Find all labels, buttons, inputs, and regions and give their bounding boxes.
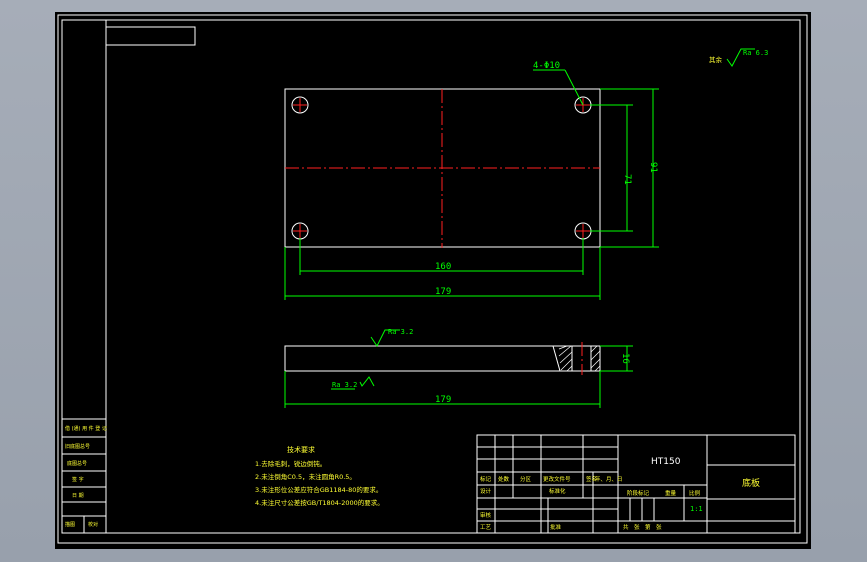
tb-review-label: 审核	[480, 511, 492, 519]
roughness-symbol-icon	[726, 48, 755, 67]
side-outline	[284, 345, 601, 372]
tech-item: 1.去除毛刺，锐边倒钝。	[255, 459, 326, 468]
strip-label: 底图总号	[67, 460, 87, 467]
tb-standardize-label: 标准化	[549, 487, 566, 495]
tb-stage-label: 阶段标记	[627, 489, 650, 497]
dim-hole-spacing-y: 71	[622, 174, 632, 185]
tech-requirements: 技术要求 1.去除毛刺，锐边倒钝。 2.未注倒角C0.5，未注圆角R0.5。 3…	[255, 445, 384, 507]
tb-scale-label: 比例	[689, 489, 701, 497]
dim-hole-spacing-x: 160	[435, 262, 451, 272]
hole-bottom-left	[291, 222, 309, 240]
side-view: 16 179 Ra 3.2 Ra 3.2	[284, 328, 633, 408]
drawing-canvas: 4-Φ10 160 179 71 91 其余 Ra 6.3	[55, 12, 811, 549]
tech-item: 4.未注尺寸公差按GB/T1804-2000的要求。	[255, 498, 384, 507]
tb-sheets-label: 共 张 第 张	[623, 523, 662, 531]
tb-scale-value: 1:1	[690, 505, 703, 513]
strip-label: 借 (通) 用 件 登 记	[65, 425, 107, 432]
tb-date-label: 年、月、日	[595, 475, 623, 483]
strip-label: 旧底图总号	[65, 443, 90, 450]
roughness-bottom-value: Ra 3.2	[332, 381, 357, 389]
callout-leader	[564, 69, 584, 106]
roughness-top-value: Ra 3.2	[388, 328, 413, 336]
strip-label: 描图	[65, 521, 75, 528]
hole-callout-label: 4-Φ10	[533, 61, 560, 71]
tech-heading: 技术要求	[287, 445, 315, 454]
outer-border	[57, 14, 808, 544]
drawing-sheet: 4-Φ10 160 179 71 91 其余 Ra 6.3	[57, 14, 808, 544]
hole-top-left	[291, 96, 309, 114]
inner-border	[61, 19, 801, 534]
roughness-top-icon	[370, 329, 400, 347]
tb-mark-label: 标记	[480, 475, 492, 483]
drawing-number-box	[105, 26, 196, 46]
dim-overall-width: 91	[648, 162, 658, 173]
dim-overall-length-top: 179	[435, 287, 451, 297]
tb-zone-label: 分区	[520, 475, 532, 483]
tb-sign-label: 签名	[586, 475, 597, 483]
strip-label: 校对	[88, 521, 98, 528]
general-roughness: 其余 Ra 6.3	[709, 48, 768, 67]
tb-design-label: 设计	[480, 487, 492, 495]
tb-part-name: 底板	[742, 477, 760, 489]
strip-label: 签 字	[72, 476, 84, 483]
roughness-general-label: 其余	[709, 55, 723, 64]
roughness-bottom-icon	[359, 376, 375, 387]
strip-label: 日 期	[72, 493, 84, 499]
tb-process-label: 工艺	[480, 524, 492, 531]
hole-bottom-right	[574, 222, 592, 240]
tech-item: 3.未注形位公差应符合GB1184-80的要求。	[255, 485, 382, 494]
tb-change-doc-label: 更改文件号	[543, 475, 571, 483]
dim-overall-length-side: 179	[435, 395, 451, 405]
title-block: 标记 处数 分区 更改文件号 签名 年、月、日 设计 标准化 审核 工艺 批准 …	[476, 434, 796, 534]
tb-count-label: 处数	[498, 475, 510, 483]
dim-thickness: 16	[620, 353, 630, 364]
roughness-general-value: Ra 6.3	[743, 49, 768, 57]
break-line	[552, 345, 561, 372]
tb-weight-label: 重量	[665, 489, 677, 497]
tb-approve-label: 批准	[550, 523, 562, 531]
top-view: 4-Φ10 160 179 71 91	[284, 61, 659, 300]
tech-item: 2.未注倒角C0.5，未注圆角R0.5。	[255, 472, 356, 481]
tb-material: HT150	[651, 457, 681, 467]
left-strip-table: 借 (通) 用 件 登 记 旧底图总号 底图总号 签 字 日 期 描图 校对	[61, 418, 107, 534]
